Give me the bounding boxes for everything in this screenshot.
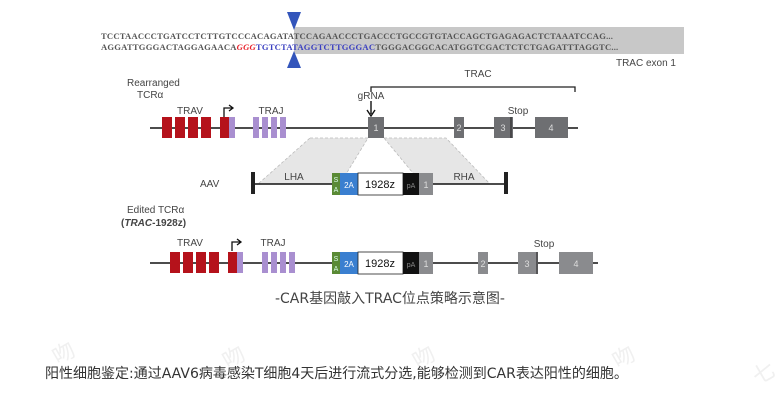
rearranged-trav-segments (162, 117, 229, 138)
edited-trav-segments (170, 252, 237, 273)
edited-trav-label: TRAV (177, 238, 203, 249)
svg-text:1: 1 (373, 123, 378, 133)
rearranged-traj-segments (253, 117, 286, 138)
aav-itr-right (504, 172, 508, 194)
edited-traj-label: TRAJ (261, 238, 286, 249)
svg-text:pA: pA (407, 262, 416, 269)
rearranged-title-2: TCRα (137, 90, 164, 101)
svg-text:1: 1 (423, 259, 428, 269)
edited-title-2: (TRAC-1928z) (121, 218, 186, 229)
edited-car-block: 1928z (357, 251, 404, 275)
aav-p2a-block: 2A (340, 173, 358, 195)
rearranged-exon-4: 4 (535, 117, 568, 138)
edited-exon-2: 2 (478, 252, 488, 274)
svg-text:4: 4 (548, 123, 553, 133)
aav-label: AAV (200, 179, 220, 190)
svg-text:pA: pA (407, 183, 416, 190)
bottom-strand: AGGATTGGGACTAGGAGAACAGGGTGTCTATAGGTCTTGG… (101, 42, 618, 52)
svg-text:1928z: 1928z (365, 258, 395, 270)
svg-text:3: 3 (524, 259, 529, 269)
edited-exon-3: 3 (518, 252, 538, 274)
grna-label: gRNA (358, 91, 385, 102)
aav-sa-block: S A (332, 173, 340, 195)
lha-label: LHA (284, 172, 304, 183)
svg-text:1: 1 (423, 180, 428, 190)
edited-traj-segments (262, 252, 295, 273)
promoter-arrow-icon (223, 104, 235, 117)
aav-exon-1: 1 (419, 173, 433, 195)
stop-label: Stop (508, 106, 529, 117)
svg-text:1928z: 1928z (365, 179, 395, 191)
rearranged-exon-3: 3 (494, 117, 513, 138)
svg-text:2: 2 (480, 259, 485, 269)
edited-exon-1: 1 (419, 252, 433, 274)
cut-marker-top-icon (287, 12, 301, 30)
rearranged-j-segment (229, 117, 235, 138)
edited-title-1: Edited TCRα (127, 205, 185, 216)
top-strand: TCCTAACCCTGATCCTCTTGTCCCACAGATATCCAGAACC… (101, 31, 613, 41)
svg-text:2A: 2A (344, 181, 354, 190)
edited-stop-label: Stop (534, 239, 555, 250)
svg-text:S: S (334, 177, 339, 184)
edited-j-segment (237, 252, 243, 273)
aav-itr-left (251, 172, 255, 194)
svg-text:2: 2 (456, 123, 461, 133)
trav-label: TRAV (177, 106, 203, 117)
rha-label: RHA (453, 172, 474, 183)
svg-text:A: A (334, 266, 339, 273)
svg-text:S: S (334, 256, 339, 263)
trac-label: TRAC (464, 69, 491, 80)
watermark: 七 (748, 357, 780, 391)
aav-polya-block: pA (403, 173, 419, 195)
edited-promoter-arrow-icon (231, 238, 243, 251)
svg-text:3: 3 (500, 123, 505, 133)
svg-text:4: 4 (573, 259, 578, 269)
cut-marker-bottom-icon (287, 51, 301, 68)
traj-label: TRAJ (259, 106, 284, 117)
rearranged-exon-1: 1 (368, 117, 384, 138)
exon1-shade (294, 27, 684, 54)
edited-p2a-block: 2A (340, 252, 358, 274)
aav-car-block: 1928z (357, 172, 404, 196)
edited-sa-block: S A (332, 252, 340, 274)
grna-sequence: TGTCTATAGGTCTTGGGAC (256, 42, 375, 52)
grna-arrow-icon (366, 101, 376, 118)
car-knockin-diagram: TCCTAACCCTGATCCTCTTGTCCCACAGATATCCAGAACC… (101, 12, 684, 275)
svg-text:2A: 2A (344, 260, 354, 269)
rearranged-exon-2: 2 (454, 117, 464, 138)
pam-sequence: GGG (237, 42, 257, 52)
exon1-label: TRAC exon 1 (616, 58, 676, 69)
rearranged-title-1: Rearranged (127, 78, 180, 89)
edited-exon-4: 4 (559, 252, 593, 274)
edited-polya-block: pA (403, 252, 419, 274)
positive-cell-description: 阳性细胞鉴定:通过AAV6病毒感染T细胞4天后进行流式分选,能够检测到CAR表达… (45, 366, 628, 382)
svg-text:A: A (334, 187, 339, 194)
figure-caption: -CAR基因敲入TRAC位点策略示意图- (274, 291, 505, 307)
trac-bracket (370, 86, 576, 92)
